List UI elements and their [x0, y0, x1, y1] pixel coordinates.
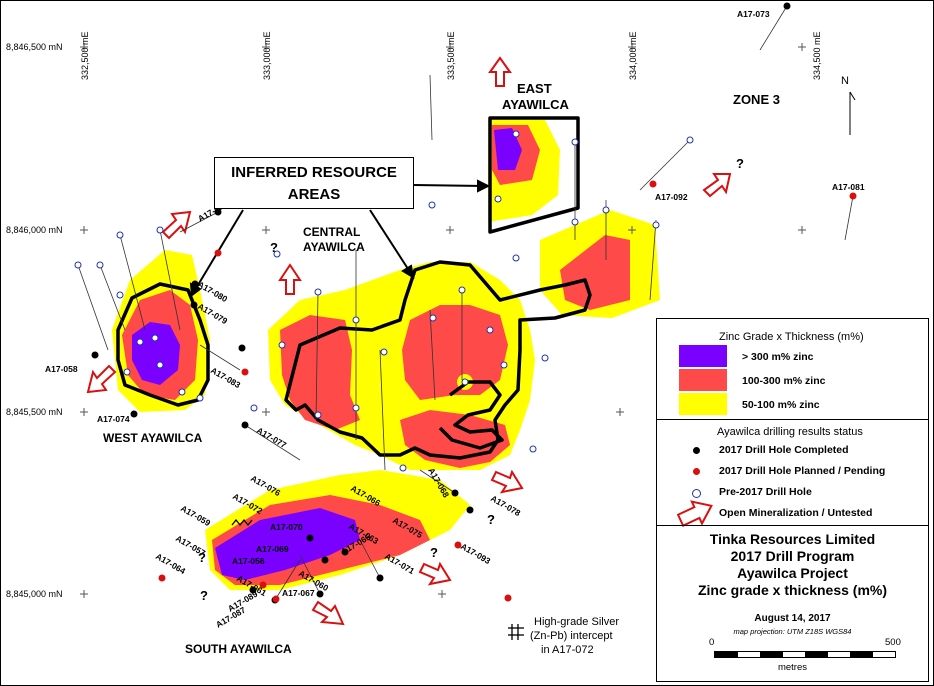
inferred-resource-callout: INFERRED RESOURCE AREAS — [214, 157, 414, 209]
hole-label: A17-074 — [97, 414, 130, 424]
completed-hole-symbol — [693, 447, 700, 454]
grade-label-low: 50-100 m% zinc — [742, 399, 820, 411]
legend-panel: Zinc Grade x Thickness (m%) > 300 m% zin… — [656, 318, 929, 682]
scale-unit-label: metres — [777, 662, 808, 673]
question-mark: ? — [487, 512, 495, 527]
legend-divider — [657, 525, 928, 526]
scale-end-label: 500 — [885, 637, 901, 648]
question-mark: ? — [200, 588, 208, 603]
completed-2017-holes — [91, 2, 791, 604]
silver-note-line-1: High-grade Silver — [534, 616, 619, 628]
program-name: 2017 Drill Program — [730, 548, 855, 564]
south-ayawilca-label: SOUTH AYAWILCA — [185, 642, 292, 656]
status-pre2017-label: Pre-2017 Drill Hole — [719, 486, 812, 498]
status-pending-label: 2017 Drill Hole Planned / Pending — [719, 465, 886, 477]
hole-label: A17-064 — [154, 551, 187, 576]
northing-label-4: 8,845,000 mN — [6, 589, 63, 599]
callout-line-1: INFERRED RESOURCE — [231, 164, 397, 181]
pre-2017-hole-symbol — [692, 489, 701, 498]
question-mark: ? — [430, 545, 438, 560]
inferred-resource-outlines — [116, 116, 592, 460]
pre-2017-holes — [74, 130, 694, 472]
drill-traces — [77, 5, 854, 601]
hole-label: A17-092 — [655, 192, 688, 202]
legend-divider — [657, 419, 928, 420]
hole-label: A17-067 — [282, 588, 315, 598]
scale-bar — [714, 651, 896, 658]
open-mineralization-arrows — [86, 56, 732, 626]
hole-label: A17-059 — [179, 503, 212, 528]
hole-label: A17-093 — [459, 541, 492, 566]
grade-label-high: > 300 m% zinc — [742, 351, 814, 363]
hole-label: A17-073 — [737, 9, 770, 19]
grid-crosses — [80, 43, 806, 598]
callout-line-2: AREAS — [287, 186, 341, 203]
open-mineralization-icon — [677, 500, 713, 527]
easting-label-4: 334,000 mE — [628, 31, 638, 80]
hole-label: A17-081 — [832, 182, 865, 192]
pending-2017-holes — [158, 180, 857, 603]
east-ayawilca-zone — [488, 120, 660, 318]
south-ayawilca-zone — [205, 470, 470, 590]
project-name: Ayawilca Project — [737, 565, 848, 581]
easting-label-2: 333,000 mE — [262, 31, 272, 80]
easting-label-3: 333,500 mE — [446, 31, 456, 80]
company-name: Tinka Resources Limited — [709, 531, 876, 547]
map-subject: Zinc grade x thickness (m%) — [697, 582, 888, 598]
easting-label-5: 334,500 mE — [812, 31, 822, 80]
pending-hole-symbol — [693, 468, 700, 475]
northing-label-3: 8,845,500 mN — [6, 407, 63, 417]
easting-label-1: 332,500 mE — [80, 31, 90, 80]
hole-label: A17-069 — [256, 544, 289, 554]
west-ayawilca-label: WEST AYAWILCA — [103, 431, 203, 445]
central-ayawilca-zone — [268, 262, 535, 470]
status-legend-title: Ayawilca drilling results status — [717, 426, 863, 438]
scale-start-label: 0 — [709, 637, 715, 648]
hole-label: A17-057 — [174, 533, 207, 558]
central-ayawilca-label-1: CENTRAL — [303, 225, 360, 239]
east-ayawilca-label-2: AYAWILCA — [502, 97, 570, 112]
question-mark: ? — [736, 156, 744, 171]
northing-label-1: 8,846,500 mN — [6, 42, 63, 52]
question-mark: ? — [198, 550, 206, 565]
question-mark: ? — [270, 240, 278, 255]
north-label: N — [841, 75, 849, 87]
silver-intercept-symbol — [231, 518, 524, 640]
north-arrow — [849, 91, 856, 135]
grade-swatch-low — [679, 393, 727, 415]
zone-3-label: ZONE 3 — [733, 92, 780, 107]
grade-label-mid: 100-300 m% zinc — [742, 375, 826, 387]
east-ayawilca-label-1: EAST — [517, 81, 552, 96]
hole-label: A17-058 — [45, 364, 78, 374]
map-projection: map projection: UTM Z18S WGS84 — [733, 627, 852, 636]
west-ayawilca-zone — [112, 250, 210, 412]
northing-label-2: 8,846,000 mN — [6, 225, 63, 235]
callout-arrows — [189, 179, 491, 297]
grade-legend-title: Zinc Grade x Thickness (m%) — [719, 331, 864, 343]
hole-label: A17-056 — [232, 556, 265, 566]
status-open-label: Open Mineralization / Untested — [719, 507, 873, 519]
silver-note-line-3: in A17-072 — [541, 644, 594, 656]
grade-swatch-mid — [679, 369, 727, 391]
hole-label: A17-077 — [255, 425, 288, 450]
hole-label: A17-070 — [270, 522, 303, 532]
central-ayawilca-label-2: AYAWILCA — [303, 240, 365, 254]
silver-note-line-2: (Zn-Pb) intercept — [530, 630, 613, 642]
status-completed-label: 2017 Drill Hole Completed — [719, 444, 849, 456]
map-date: August 14, 2017 — [754, 613, 831, 624]
grade-swatch-high — [679, 345, 727, 367]
title-block: Tinka Resources Limited 2017 Drill Progr… — [657, 531, 928, 599]
